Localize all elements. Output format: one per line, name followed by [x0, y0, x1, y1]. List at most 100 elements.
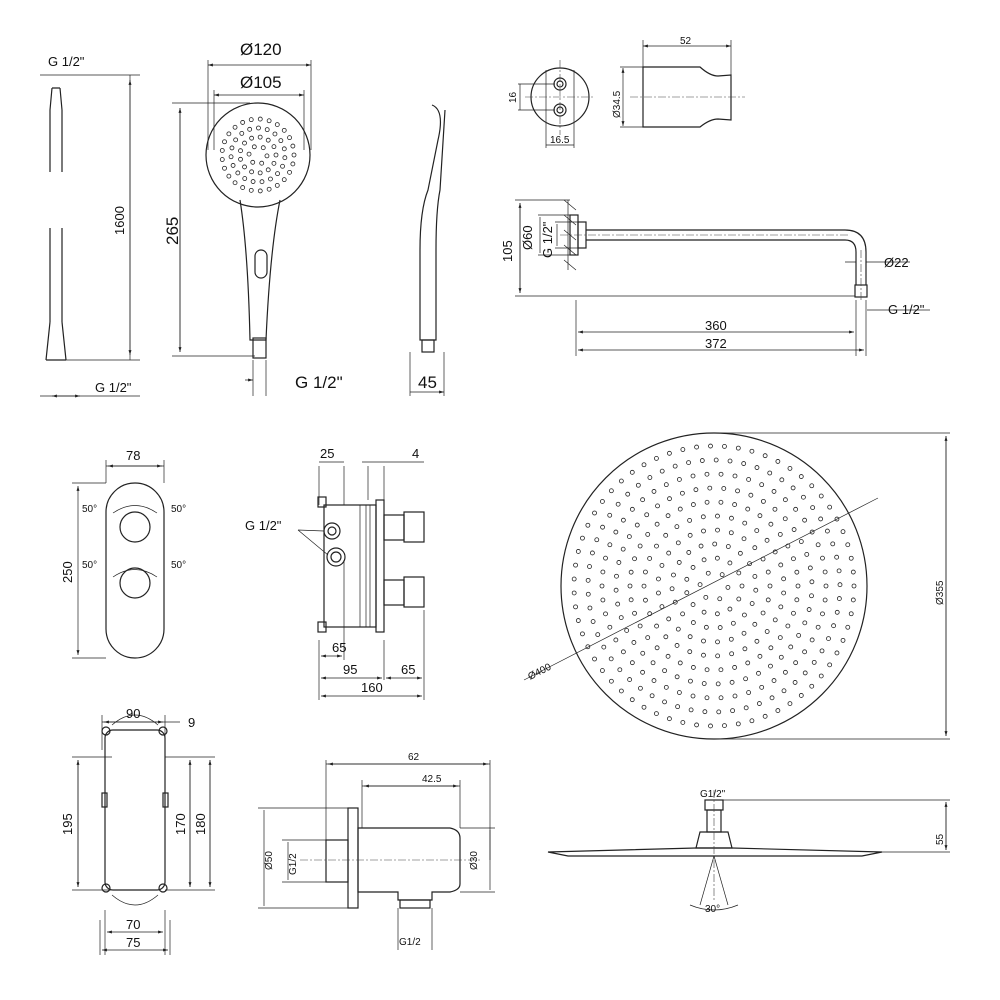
- nozzle: [663, 684, 669, 690]
- nozzle: [649, 693, 655, 699]
- nozzle: [687, 649, 693, 655]
- nozzle: [727, 458, 733, 464]
- arm-flange-diameter: Ø60: [520, 225, 535, 250]
- nozzle: [242, 176, 248, 181]
- nozzle: [765, 597, 771, 603]
- nozzle: [757, 513, 763, 519]
- nozzle: [703, 594, 709, 600]
- nozzle: [757, 653, 763, 659]
- nozzle: [643, 597, 648, 603]
- nozzle: [715, 513, 720, 519]
- nozzle: [257, 116, 263, 122]
- nozzle: [715, 653, 721, 659]
- nozzle: [697, 582, 703, 588]
- nozzle: [585, 577, 591, 583]
- nozzle: [690, 693, 696, 699]
- holder-drawing: 16 16.5 52 Ø34.5: [508, 36, 745, 148]
- arm-pipe-diameter: Ø22: [884, 255, 909, 270]
- nozzle: [771, 489, 777, 494]
- nozzle: [742, 612, 747, 618]
- nozzle: [690, 665, 696, 670]
- nozzle: [256, 125, 261, 131]
- nozzle: [271, 160, 277, 166]
- nozzle: [791, 610, 796, 616]
- nozzle: [666, 616, 672, 622]
- nozzle: [748, 492, 754, 498]
- nozzle: [259, 160, 265, 166]
- nozzle: [684, 590, 690, 596]
- nozzle: [680, 447, 686, 452]
- nozzle: [585, 644, 591, 650]
- nozzle: [641, 583, 647, 589]
- nozzle: [836, 568, 842, 574]
- nozzle: [834, 516, 840, 522]
- nozzle: [644, 512, 650, 518]
- nozzle: [730, 620, 736, 626]
- arm-reach-total: 372: [705, 336, 727, 351]
- nozzle: [820, 555, 825, 561]
- nozzle: [587, 564, 592, 569]
- nozzle: [665, 513, 671, 519]
- nozzle: [700, 514, 706, 520]
- nozzle: [624, 628, 630, 633]
- nozzle: [274, 182, 280, 188]
- nozzle: [736, 596, 742, 602]
- nozzle: [281, 127, 287, 133]
- nozzle: [671, 572, 676, 578]
- nozzle: [703, 624, 709, 630]
- hand-shower-thread: G 1/2": [295, 373, 343, 392]
- nozzle: [848, 611, 854, 617]
- nozzle: [686, 460, 691, 465]
- nozzle: [226, 131, 232, 137]
- panel-angle-bottom-right: 50°: [171, 560, 186, 571]
- nozzle: [618, 688, 624, 694]
- nozzle: [675, 704, 681, 710]
- nozzle: [834, 609, 840, 615]
- nozzle: [719, 572, 725, 578]
- nozzle: [827, 504, 833, 510]
- nozzle: [756, 670, 761, 676]
- hose-top-thread: G 1/2": [48, 54, 85, 69]
- nozzle: [645, 635, 651, 640]
- nozzle: [754, 528, 760, 533]
- nozzle: [617, 667, 623, 673]
- nozzle: [792, 680, 798, 685]
- nozzle: [727, 606, 733, 612]
- nozzle: [667, 450, 672, 456]
- nozzle: [281, 146, 287, 152]
- panel-angle-bottom-left: 50°: [82, 560, 97, 571]
- nozzle: [613, 529, 619, 535]
- arm-outlet-thread: G 1/2": [888, 302, 925, 317]
- nozzle: [257, 134, 263, 140]
- nozzle: [632, 610, 637, 616]
- nozzle: [674, 524, 680, 530]
- nozzle: [641, 704, 647, 710]
- nozzle: [674, 674, 680, 680]
- nozzle: [242, 164, 247, 170]
- nozzle: [228, 154, 234, 160]
- nozzle: [788, 644, 794, 650]
- nozzle: [690, 620, 696, 625]
- nozzle: [580, 631, 585, 637]
- nozzle: [795, 583, 801, 589]
- nozzle: [785, 623, 791, 629]
- nozzle: [655, 503, 660, 509]
- nozzle: [618, 478, 624, 484]
- nozzle: [659, 468, 665, 474]
- nozzle: [219, 157, 225, 162]
- nozzle: [260, 145, 266, 151]
- nozzle: [815, 542, 821, 548]
- nozzle: [647, 475, 653, 480]
- nozzle: [701, 638, 706, 644]
- nozzle: [676, 477, 682, 482]
- nozzle: [804, 551, 810, 557]
- nozzle: [809, 579, 815, 585]
- rain-spray-diameter: Ø355: [935, 580, 946, 605]
- nozzle: [629, 469, 635, 475]
- nozzle: [684, 576, 690, 582]
- nozzle: [232, 180, 238, 186]
- nozzle: [266, 186, 272, 192]
- nozzle: [654, 455, 659, 461]
- nozzle: [640, 497, 646, 503]
- nozzle: [809, 483, 815, 489]
